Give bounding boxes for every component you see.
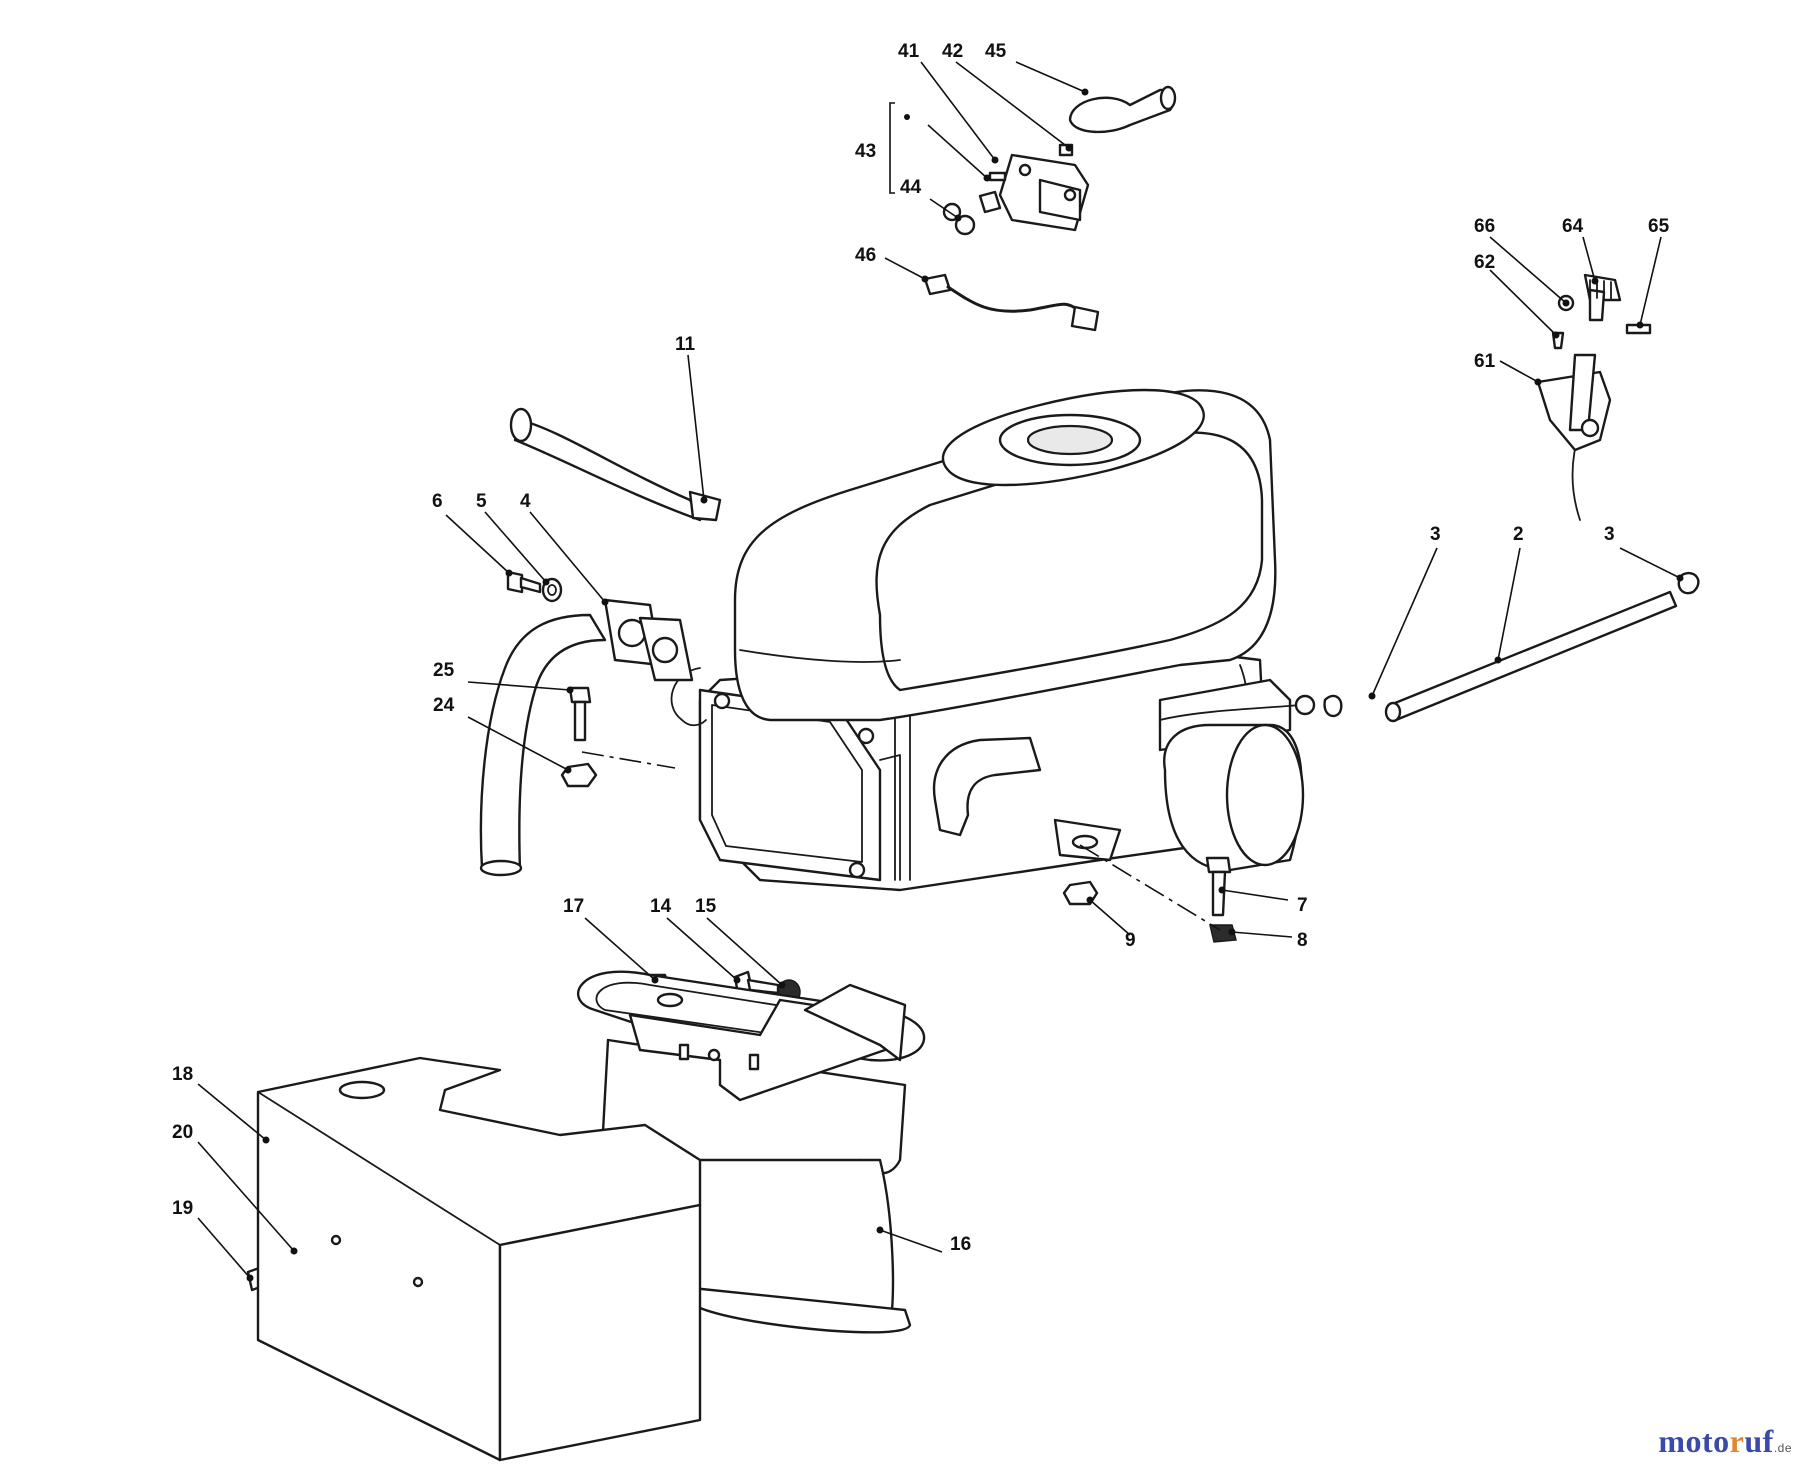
callout-2: 2 xyxy=(1513,524,1524,545)
logo-part-2: r xyxy=(1729,1423,1745,1459)
callout-62: 62 xyxy=(1474,252,1495,273)
callout-4: 4 xyxy=(520,491,531,512)
callout-7: 7 xyxy=(1297,895,1308,916)
callout-5: 5 xyxy=(476,491,487,512)
callout-labels: 41 42 45 43 44 46 11 66 64 65 62 61 6 5 … xyxy=(172,41,1670,1255)
wire-harness-icon xyxy=(923,273,1100,332)
callout-46: 46 xyxy=(855,245,876,266)
fuel-hose-icon xyxy=(509,407,722,522)
callout-66: 66 xyxy=(1474,216,1495,237)
callout-61: 61 xyxy=(1474,351,1496,372)
logo-tld: .de xyxy=(1773,1441,1792,1455)
exhaust-pipe-icon xyxy=(479,613,607,877)
throttle-cable-icon xyxy=(1159,429,1700,723)
callout-9: 9 xyxy=(1125,930,1136,951)
engine-block-icon xyxy=(670,388,1305,892)
callout-leaders xyxy=(197,61,1684,1282)
callout-14: 14 xyxy=(650,896,672,917)
callout-18: 18 xyxy=(172,1064,193,1085)
callout-42: 42 xyxy=(942,41,963,62)
throttle-control-icon xyxy=(1536,273,1652,452)
callout-15: 15 xyxy=(695,896,717,917)
heat-shield-icon xyxy=(256,1056,702,1462)
callout-25: 25 xyxy=(433,660,455,681)
logo-part-3: uf xyxy=(1744,1423,1774,1459)
callout-41: 41 xyxy=(898,41,920,62)
callout-19: 19 xyxy=(172,1198,193,1219)
brand-logo: motoruf.de xyxy=(1658,1423,1792,1460)
callout-17: 17 xyxy=(563,896,584,917)
callout-3-right: 3 xyxy=(1604,524,1615,545)
callout-45: 45 xyxy=(985,41,1007,62)
callout-44: 44 xyxy=(900,177,922,198)
callout-64: 64 xyxy=(1562,216,1584,237)
gasket-icon xyxy=(603,598,694,682)
logo-part-1: moto xyxy=(1658,1423,1730,1459)
callout-65: 65 xyxy=(1648,216,1670,237)
callout-11: 11 xyxy=(675,334,696,355)
callout-3-left: 3 xyxy=(1430,524,1441,545)
callout-20: 20 xyxy=(172,1122,193,1143)
callout-24: 24 xyxy=(433,695,455,716)
solenoid-icon xyxy=(942,85,1177,236)
callout-16: 16 xyxy=(950,1234,971,1255)
callout-6: 6 xyxy=(432,491,443,512)
callout-8: 8 xyxy=(1297,930,1308,951)
callout-43: 43 xyxy=(855,141,876,162)
